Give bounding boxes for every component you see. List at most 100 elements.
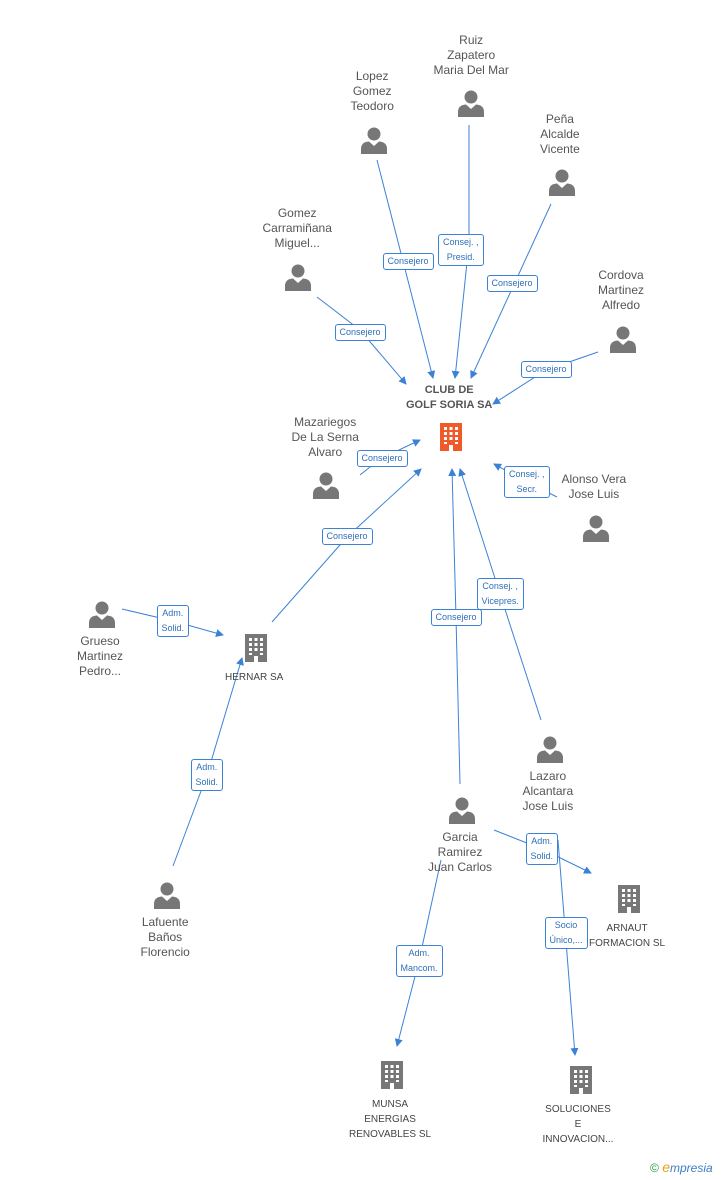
node-label-line: Jose Luis [568,487,620,501]
relation-label-line: Consejero [525,363,567,374]
logo-letter: e [662,1159,670,1175]
node-label-line: Teodoro [350,99,394,113]
node-label-line: Grueso [80,634,120,648]
node-label-line: Gomez [277,206,317,220]
relation-label-mazariegos-club[interactable]: Consejero [356,449,408,467]
relation-label-line: Solid. [195,777,219,787]
node-label-line: Jose Luis [522,799,574,813]
building-icon-soluciones[interactable] [570,1066,592,1094]
edge-hernar-to-club [271,468,422,623]
node-label-hernar[interactable]: HERNAR SA [225,670,283,685]
node-label-line: ENERGIAS [364,1114,416,1125]
node-label-arnaut[interactable]: ARNAUT FORMACION SL [589,921,665,951]
relation-label-hernar-club[interactable]: Consejero [321,527,373,545]
copyright-symbol: © [650,1161,659,1175]
relation-label-garcia-munsa[interactable]: Adm. Mancom. [395,945,443,977]
relation-label-line: Consej. , [443,237,479,247]
node-label-line: Alvaro [308,445,343,459]
relation-label-alonso-club[interactable]: Consej. , Secr. [504,466,550,498]
person-icon-mazariegos[interactable] [313,472,339,500]
relation-label-lazaro-club[interactable]: Consej. , Vicepres. [476,578,524,610]
relation-label-line: Secr. [516,484,538,494]
relation-label-line: Vicepres. [481,596,519,606]
edge-cordova-to-club [492,351,599,405]
node-label-line: Cordova [598,268,644,282]
node-label-line: Lazaro [529,769,567,783]
relation-edges [121,125,599,1056]
relation-label-line: Solid. [161,623,185,633]
node-label-line: Peña [545,112,574,126]
node-label-line: Ruiz [459,33,484,47]
node-label-line: Ramirez [437,845,483,859]
relation-label-garcia-club[interactable]: Consejero [430,608,482,626]
person-icon-cordova[interactable] [610,326,636,354]
relation-label-line: Consejero [339,326,381,337]
node-label-line: Alcantara [522,784,574,798]
relation-label-line: Adm. [408,948,430,958]
relation-label-line: Adm. [196,762,218,772]
person-icon-pena[interactable] [549,169,575,197]
person-icon-ruiz[interactable] [458,90,484,118]
person-icon-alonso[interactable] [583,515,609,543]
node-label-line: Vicente [540,142,580,156]
relation-label-line: Consej. , [509,469,545,479]
relation-label-grueso-hernar[interactable]: Adm. Solid. [156,605,190,637]
relation-label-ruiz-club[interactable]: Consej. ,Presid. [438,234,484,266]
relation-label-line: Adm. [162,608,184,618]
node-label-line: De La Serna [291,430,359,444]
relation-label-line: Socio [554,920,578,930]
person-icon-gomez[interactable] [285,264,311,292]
relation-label-garcia-arnaut[interactable]: Adm.Solid. [525,833,559,865]
node-label-line: E [574,1119,582,1130]
relation-label-cordova-club[interactable]: Consejero [520,360,572,378]
relation-label-line: Adm. [531,836,553,846]
relation-label-line: Consejero [361,452,403,463]
empresia-logo[interactable]: © empresia [650,1159,713,1175]
relation-label-lopez-club[interactable]: Consejero [382,252,434,270]
relation-label-line: Mancom. [400,963,438,973]
relation-label-pena-club[interactable]: Consejero [486,274,538,292]
building-icon-munsa[interactable] [381,1061,403,1089]
relation-label-line: Consej. , [482,581,518,591]
node-label-line: Alfredo [601,298,641,312]
edge-gomez-to-club [316,296,407,385]
node-label-line: FORMACION SL [589,938,666,949]
node-label-line: ARNAUT [606,923,648,934]
person-icon-grueso[interactable] [89,601,115,629]
node-label-line: Juan Carlos [428,860,493,874]
building-icon-hernar[interactable] [245,634,267,662]
node-label-line: GOLF SORIA SA [406,399,493,411]
node-label-line: Lafuente [141,915,189,929]
building-icon-club[interactable] [440,423,462,451]
relation-label-gomez-club[interactable]: Consejero [334,323,386,341]
node-label-line: Zapatero [447,48,496,62]
relation-label-lafuente-hernar[interactable]: Adm. Solid. [190,759,224,791]
node-label-line: Baños [148,930,183,944]
node-label-line: Miguel... [274,236,320,250]
node-label-line: Alcalde [540,127,580,141]
person-icon-lopez[interactable] [361,127,387,155]
node-label-line: RENOVABLES SL [349,1129,432,1140]
person-icon-lazaro[interactable] [537,736,563,764]
person-icon-garcia[interactable] [449,797,475,825]
node-label-line: Martinez [77,649,124,663]
building-icon-arnaut[interactable] [618,885,640,913]
person-icon-lafuente[interactable] [154,882,180,910]
node-label-line: Florencio [140,945,190,959]
